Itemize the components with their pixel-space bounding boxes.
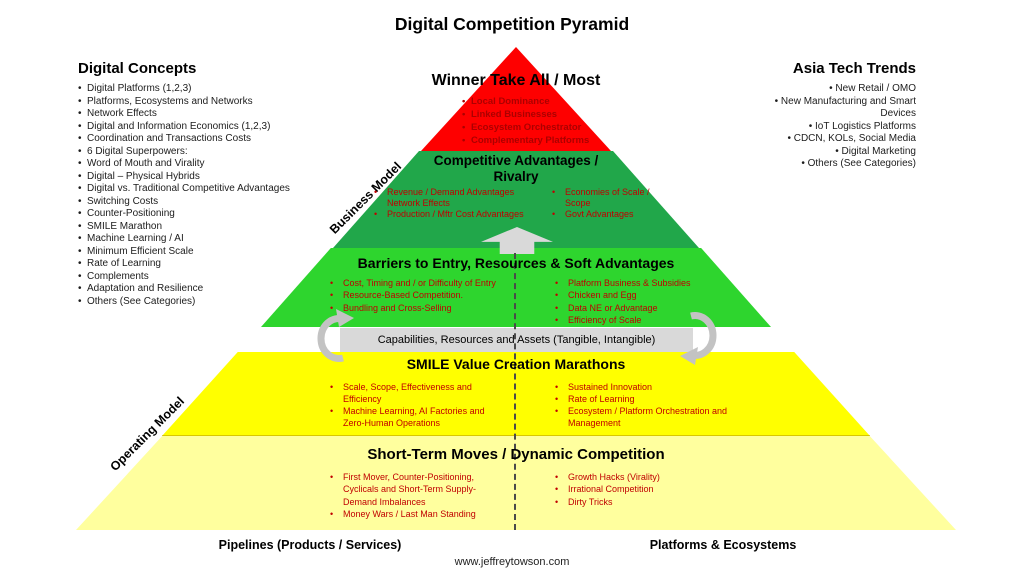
- competitive-right-list: Economies of Scale / ScopeGovt Advantage…: [550, 187, 662, 221]
- asia-tech-trends-list: New Retail / OMONew Manufacturing and Sm…: [761, 83, 916, 171]
- list-item: Minimum Efficient Scale: [78, 246, 330, 259]
- layer-divider: [162, 435, 870, 436]
- footer-platforms-label: Platforms & Ecosystems: [649, 538, 797, 552]
- list-item: Bundling and Cross-Selling: [328, 302, 558, 315]
- list-item: Resource-Based Competition.: [328, 289, 558, 302]
- page-title: Digital Competition Pyramid: [394, 14, 630, 34]
- left-panel: Digital Concepts Digital Platforms (1,2,…: [78, 60, 330, 308]
- list-item: Growth Hacks (Virality): [553, 471, 753, 484]
- list-item: Efficiency of Scale: [553, 314, 783, 327]
- short-term-heading: Short-Term Moves / Dynamic Competition: [367, 446, 665, 463]
- list-item: Cost, Timing and / or Difficulty of Entr…: [328, 277, 558, 290]
- list-item: New Manufacturing and Smart Devices: [761, 96, 916, 121]
- list-item: Rate of Learning: [553, 393, 768, 405]
- smile-left-list: Scale, Scope, Effectiveness and Efficien…: [328, 381, 490, 429]
- list-item: Digital – Physical Hybrids: [78, 171, 330, 184]
- list-item: IoT Logistics Platforms: [761, 121, 916, 134]
- list-item: Complementary Platforms: [462, 134, 602, 147]
- list-item: Ecosystem Orchestrator: [462, 121, 602, 134]
- capabilities-bar: Capabilities, Resources and Assets (Tang…: [340, 328, 693, 352]
- list-item: Sustained Innovation: [553, 381, 768, 393]
- list-item: Counter-Positioning: [78, 208, 330, 221]
- winner-heading: Winner Take All / Most: [431, 72, 601, 89]
- digital-concepts-list: Digital Platforms (1,2,3)Platforms, Ecos…: [78, 83, 330, 308]
- barriers-heading: Barriers to Entry, Resources & Soft Adva…: [357, 255, 675, 271]
- list-item: Platform Business & Subsidies: [553, 277, 783, 290]
- list-item: Coordination and Transactions Costs: [78, 133, 330, 146]
- left-panel-heading: Digital Concepts: [78, 60, 197, 77]
- list-item: Platforms, Ecosystems and Networks: [78, 96, 330, 109]
- list-item: Revenue / Demand Advantages Network Effe…: [372, 187, 524, 209]
- barriers-left-list: Cost, Timing and / or Difficulty of Entr…: [328, 277, 558, 314]
- short-term-layer: [76, 436, 956, 530]
- list-item: Switching Costs: [78, 196, 330, 209]
- list-item: Local Dominance: [462, 95, 602, 108]
- list-item: Chicken and Egg: [553, 289, 783, 302]
- website-url: www.jeffreytowson.com: [454, 556, 570, 568]
- capabilities-bar-label: Capabilities, Resources and Assets (Tang…: [377, 334, 656, 346]
- list-item: Money Wars / Last Man Standing: [328, 508, 496, 521]
- list-item: SMILE Marathon: [78, 221, 330, 234]
- list-item: Digital Marketing: [761, 146, 916, 159]
- list-item: Complements: [78, 271, 330, 284]
- right-panel: Asia Tech Trends New Retail / OMONew Man…: [761, 60, 916, 171]
- list-item: Others (See Categories): [761, 158, 916, 171]
- competitive-heading: Competitive Advantages / Rivalry: [433, 153, 599, 184]
- list-item: Dirty Tricks: [553, 496, 753, 509]
- list-item: Rate of Learning: [78, 258, 330, 271]
- list-item: Machine Learning, AI Factories and Zero-…: [328, 405, 490, 429]
- list-item: Adaptation and Resilience: [78, 283, 330, 296]
- barriers-right-list: Platform Business & SubsidiesChicken and…: [553, 277, 783, 326]
- list-item: Production / Mftr Cost Advantages: [372, 209, 524, 220]
- list-item: Data NE or Advantage: [553, 302, 783, 315]
- list-item: Digital vs. Traditional Competitive Adva…: [78, 183, 330, 196]
- list-item: CDCN, KOLs, Social Media: [761, 133, 916, 146]
- list-item: First Mover, Counter-Positioning, Cyclic…: [328, 471, 496, 508]
- list-item: Govt Advantages: [550, 209, 662, 220]
- list-item: Irrational Competition: [553, 483, 753, 496]
- short-term-left-list: First Mover, Counter-Positioning, Cyclic…: [328, 471, 496, 520]
- smile-right-list: Sustained InnovationRate of LearningEcos…: [553, 381, 768, 429]
- list-item: Ecosystem / Platform Orchestration and M…: [553, 405, 768, 429]
- list-item: Scale, Scope, Effectiveness and Efficien…: [328, 381, 490, 405]
- list-item: Digital and Information Economics (1,2,3…: [78, 121, 330, 134]
- list-item: Others (See Categories): [78, 296, 330, 309]
- list-item: Economies of Scale / Scope: [550, 187, 662, 209]
- list-item: New Retail / OMO: [761, 83, 916, 96]
- center-dashed-divider: [514, 253, 516, 530]
- competitive-left-list: Revenue / Demand Advantages Network Effe…: [372, 187, 524, 221]
- list-item: Linked Businesses: [462, 108, 602, 121]
- list-item: 6 Digital Superpowers:: [78, 146, 330, 159]
- footer-pipelines-label: Pipelines (Products / Services): [218, 538, 402, 552]
- list-item: Digital Platforms (1,2,3): [78, 83, 330, 96]
- list-item: Word of Mouth and Virality: [78, 158, 330, 171]
- list-item: Machine Learning / AI: [78, 233, 330, 246]
- winner-list: Local DominanceLinked BusinessesEcosyste…: [462, 95, 602, 147]
- curved-arrow-left-icon: [317, 309, 354, 362]
- smile-heading: SMILE Value Creation Marathons: [406, 356, 626, 372]
- list-item: Network Effects: [78, 108, 330, 121]
- short-term-right-list: Growth Hacks (Virality)Irrational Compet…: [553, 471, 753, 508]
- right-panel-heading: Asia Tech Trends: [792, 60, 916, 77]
